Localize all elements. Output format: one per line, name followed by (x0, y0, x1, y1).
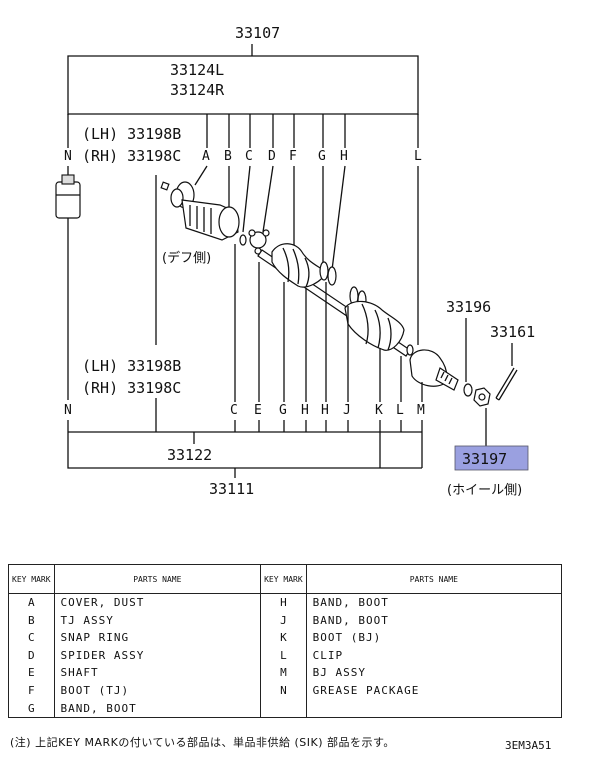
key-cell: J (260, 611, 307, 630)
clip-icon (406, 344, 414, 356)
key-cell: L (260, 646, 307, 665)
key-letter-n: N (64, 403, 72, 418)
table-row: D SPIDER ASSY L CLIP (8, 646, 563, 665)
table-row: C SNAP RING K BOOT (BJ) (8, 629, 563, 647)
key-cell: A (8, 593, 55, 612)
part-number-33124r: 33124R (170, 81, 225, 99)
part-number-33198b-top: (LH) 33198B (82, 125, 181, 143)
key-letter-c: C (245, 149, 253, 164)
part-name-cell: BJ ASSY (305, 664, 563, 682)
highlight-box-33197[interactable] (454, 445, 529, 471)
key-cell: N (260, 681, 307, 700)
key-letter-h: H (301, 403, 309, 418)
part-name-cell: SHAFT (53, 664, 262, 682)
key-letter-k: K (375, 403, 383, 418)
key-cell: C (8, 629, 55, 647)
key-cell (260, 699, 307, 719)
key-letter-j: J (343, 403, 351, 418)
key-cell: K (260, 629, 307, 647)
bracket-33111 (67, 432, 422, 469)
part-number-33198b-bottom: (LH) 33198B (82, 357, 181, 375)
wheel-side-label: (ホイール側) (447, 483, 522, 498)
tj-boot-icon (271, 243, 327, 288)
key-cell: M (260, 664, 307, 682)
part-number-33197[interactable]: 33197 (462, 450, 507, 468)
part-name-cell: COVER, DUST (53, 593, 262, 612)
part-number-33196: 33196 (446, 298, 491, 316)
washer-icon (463, 383, 473, 397)
key-letter-g: G (279, 403, 287, 418)
key-letter-l: L (414, 149, 422, 164)
parts-name-header: PARTS NAME (305, 564, 563, 594)
part-name-cell: BOOT (BJ) (305, 629, 563, 647)
bottom-key-letters: N C E G H H J K L M (64, 403, 425, 418)
boot-band-h-icon (327, 266, 337, 286)
key-cell: B (8, 611, 55, 630)
key-letter-n: N (64, 149, 72, 164)
key-letter-c: C (230, 403, 238, 418)
spider-assy-icon (248, 229, 270, 255)
table-row: A COVER, DUST H BAND, BOOT (8, 593, 563, 612)
boot-band-g-icon (319, 261, 329, 281)
part-name-cell: BAND, BOOT (53, 699, 262, 719)
key-mark-header: KEY MARK (8, 564, 55, 594)
key-letter-g: G (318, 149, 326, 164)
key-letter-b: B (224, 149, 232, 164)
parts-name-header: PARTS NAME (53, 564, 262, 594)
part-number-33198c-top: (RH) 33198C (82, 147, 181, 165)
part-name-cell: GREASE PACKAGE (305, 681, 563, 700)
footnote: (注) 上記KEY MARKの付いている部品は、単品非供給 (SIK) 部品を示… (10, 736, 395, 749)
tj-assy-icon (181, 199, 240, 241)
part-name-cell: BOOT (TJ) (53, 681, 262, 700)
key-letter-h: H (321, 403, 329, 418)
part-number-33124l: 33124L (170, 61, 224, 79)
part-name-cell: CLIP (305, 646, 563, 665)
part-number-33111: 33111 (209, 480, 254, 498)
top-leaders (67, 114, 419, 400)
key-letter-a: A (202, 149, 210, 164)
part-number-33122: 33122 (167, 446, 212, 464)
top-key-letters: N A B C D F G H L (64, 149, 422, 164)
key-letter-h: H (340, 149, 348, 164)
part-name-cell: TJ ASSY (53, 611, 262, 630)
snap-ring-icon (239, 234, 247, 246)
cotter-pin-icon (495, 367, 518, 401)
key-cell: D (8, 646, 55, 665)
key-letter-d: D (268, 149, 276, 164)
table-header-row: KEY MARK PARTS NAME KEY MARK PARTS NAME (8, 564, 563, 594)
exploded-diagram: 33107 33124L 33124R (LH) 33198B (RH) 331… (55, 24, 535, 498)
key-letter-e: E (254, 403, 262, 418)
table-row: G BAND, BOOT (8, 699, 563, 719)
document-code: 3EM3A51 (505, 739, 552, 752)
parts-table: KEY MARK PARTS NAME KEY MARK PARTS NAME … (8, 564, 563, 719)
table-row: E SHAFT M BJ ASSY (8, 664, 563, 682)
key-letter-f: F (289, 149, 297, 164)
part-number-33161: 33161 (490, 323, 535, 341)
part-name-cell: BAND, BOOT (305, 611, 563, 630)
part-name-cell: BAND, BOOT (305, 593, 563, 612)
part-number-33107: 33107 (235, 24, 280, 42)
bracket-33107 (67, 55, 419, 115)
key-letter-m: M (417, 403, 425, 418)
key-letter-l: L (396, 403, 404, 418)
drive-shaft-illustration (55, 174, 518, 407)
key-cell: G (8, 699, 55, 719)
table-row: B TJ ASSY J BAND, BOOT (8, 611, 563, 630)
bottom-leaders (67, 244, 423, 468)
nut-icon (473, 387, 491, 407)
bj-boot-icon (344, 300, 405, 351)
key-cell: E (8, 664, 55, 682)
diff-side-label: (デフ側) (162, 250, 211, 266)
part-name-cell: SNAP RING (53, 629, 262, 647)
key-mark-header: KEY MARK (260, 564, 307, 594)
key-cell: F (8, 681, 55, 700)
part-name-cell: SPIDER ASSY (53, 646, 262, 665)
grease-package-icon (55, 174, 81, 219)
key-cell: H (260, 593, 307, 612)
part-number-33198c-bottom: (RH) 33198C (82, 379, 181, 397)
part-name-cell (305, 699, 563, 719)
table-row: F BOOT (TJ) N GREASE PACKAGE (8, 681, 563, 700)
bj-assy-icon (409, 349, 459, 391)
